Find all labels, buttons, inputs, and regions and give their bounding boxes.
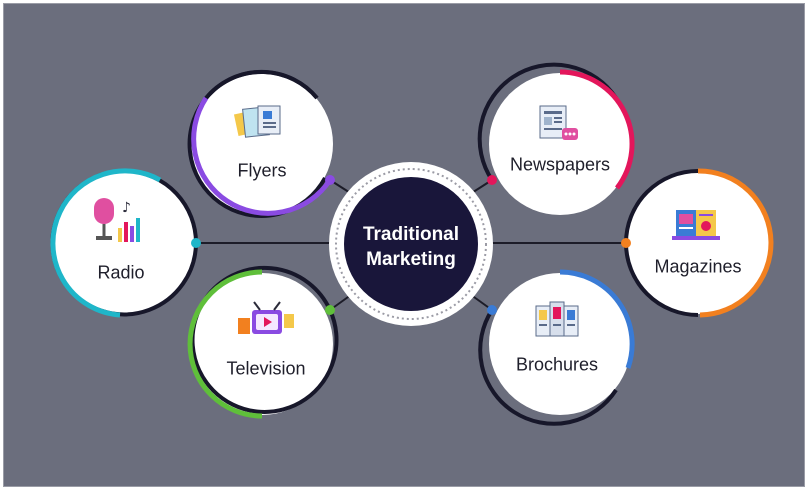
node-newspapers — [477, 62, 635, 215]
microphone-icon: ♪ — [94, 198, 140, 242]
center-title-line2: Marketing — [366, 249, 456, 270]
node-flyers — [187, 69, 335, 218]
center-title-line1: Traditional — [362, 224, 460, 245]
center-node — [329, 162, 493, 326]
node-label-brochures: Brochures — [515, 354, 599, 375]
node-label-newspapers: Newspapers — [509, 154, 611, 175]
center-title: Traditional Marketing — [363, 222, 459, 272]
node-television — [187, 265, 339, 419]
node-magazines — [621, 168, 774, 318]
television-icon — [238, 301, 294, 334]
svg-text:♪: ♪ — [122, 200, 131, 216]
brochure-icon — [535, 301, 579, 337]
node-label-magazines: Magazines — [654, 256, 742, 277]
node-label-television: Television — [226, 358, 306, 379]
flyer-icon — [233, 105, 281, 138]
magazine-icon — [672, 210, 720, 240]
node-label-flyers: Flyers — [237, 160, 287, 181]
node-radio: ♪ — [50, 168, 201, 318]
node-brochures — [478, 269, 635, 426]
newspaper-icon — [539, 105, 578, 140]
node-label-radio: Radio — [97, 262, 145, 283]
